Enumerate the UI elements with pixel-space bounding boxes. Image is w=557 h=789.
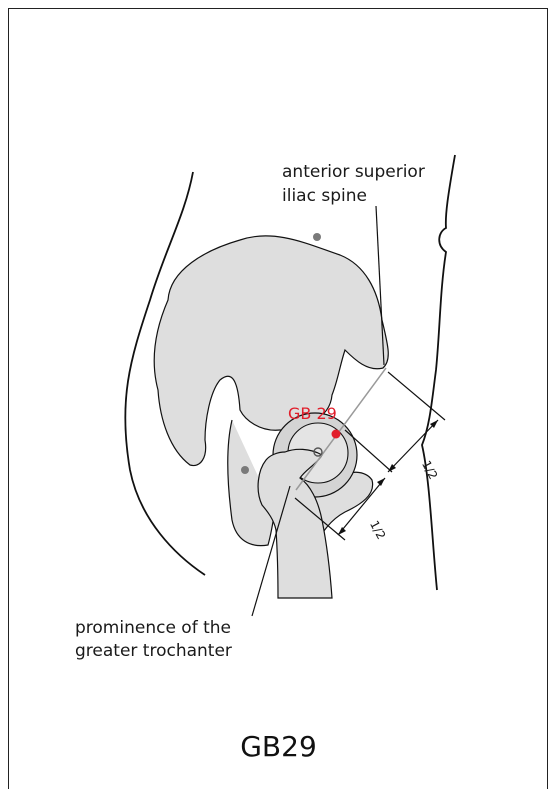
extension-line-top	[388, 372, 445, 420]
grey-marker-upper	[313, 233, 321, 241]
figure-title: GB29	[0, 730, 557, 763]
gb29-point-label: GB 29	[288, 404, 337, 424]
label-asis-line1: anterior superior	[282, 162, 425, 182]
grey-marker-lower	[241, 466, 249, 474]
gb29-point	[332, 430, 341, 439]
label-trochanter-line1: prominence of the	[75, 618, 231, 638]
label-asis-line2: iliac spine	[282, 186, 367, 206]
front-contour-line	[422, 155, 455, 590]
label-trochanter-line2: greater trochanter	[75, 641, 232, 661]
pelvis-bone	[154, 236, 388, 466]
